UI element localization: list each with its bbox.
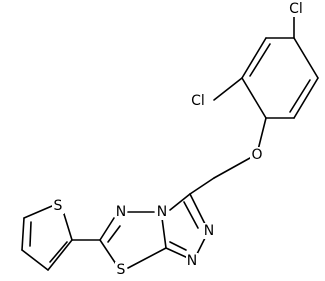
bond-benzene-c1-c2 [293, 37, 319, 79]
bond-thiophene-c3-c2-inner [49, 241, 68, 263]
atom-cl-top: Cl [289, 1, 303, 17]
bond-benzene-c2-c3-inner [289, 79, 311, 113]
bonds [21, 13, 319, 271]
bond-c6-s-thiadiazole [99, 239, 117, 265]
bond-benzene-c4-c5 [241, 77, 267, 119]
bond-s-thiadiazole-c7a [127, 247, 167, 269]
bond-benzene-c5-c6-inner [249, 43, 271, 77]
bond-benzene-c5-c6 [241, 37, 267, 79]
atom-s-thiadiazole: S [117, 262, 126, 278]
bond-thiophene-c5-c4 [21, 217, 25, 251]
bond-n-thiadiazole-c6-inner [107, 225, 121, 243]
bond-triazole-c3-n-upper-inner [183, 201, 199, 229]
atom-cl-left: Cl [191, 93, 205, 109]
bond-n-thiadiazole-c6 [99, 217, 115, 241]
bond-c4-o [257, 117, 267, 151]
bond-benzene-c2-c3 [293, 77, 319, 119]
atom-n-thiadiazole: N [116, 204, 126, 220]
atom-o: O [251, 147, 262, 163]
bond-c7a-nbridge [161, 217, 167, 249]
atom-n-right-lower: N [187, 253, 197, 269]
bond-triazole-n-n [195, 235, 207, 257]
bond-thiophene-c5-c4-inner [29, 221, 32, 247]
bond-triazole-c3-nbridge [169, 193, 191, 211]
bond-triazole-n-c7a [165, 247, 189, 259]
atom-labels: Cl Cl O N N N N S S [52, 1, 304, 278]
bond-thiophene-s-c5 [23, 205, 53, 219]
bond-thiophene-c2-s [63, 213, 73, 241]
bond-c5-cl [213, 77, 243, 101]
bond-thiophene-c4-c3 [21, 249, 49, 271]
bond-thiophene-c3-c2 [47, 239, 73, 271]
bond-o-ch2 [213, 157, 251, 179]
atom-n-bridge: N [157, 204, 167, 220]
atom-s-thiophene: S [54, 198, 63, 214]
bond-triazole-n-c7a-inner [169, 241, 187, 251]
bond-triazole-c3-n-upper [189, 193, 207, 227]
bond-ch2-triazole [189, 177, 215, 195]
atom-n-right-upper: N [204, 223, 214, 239]
